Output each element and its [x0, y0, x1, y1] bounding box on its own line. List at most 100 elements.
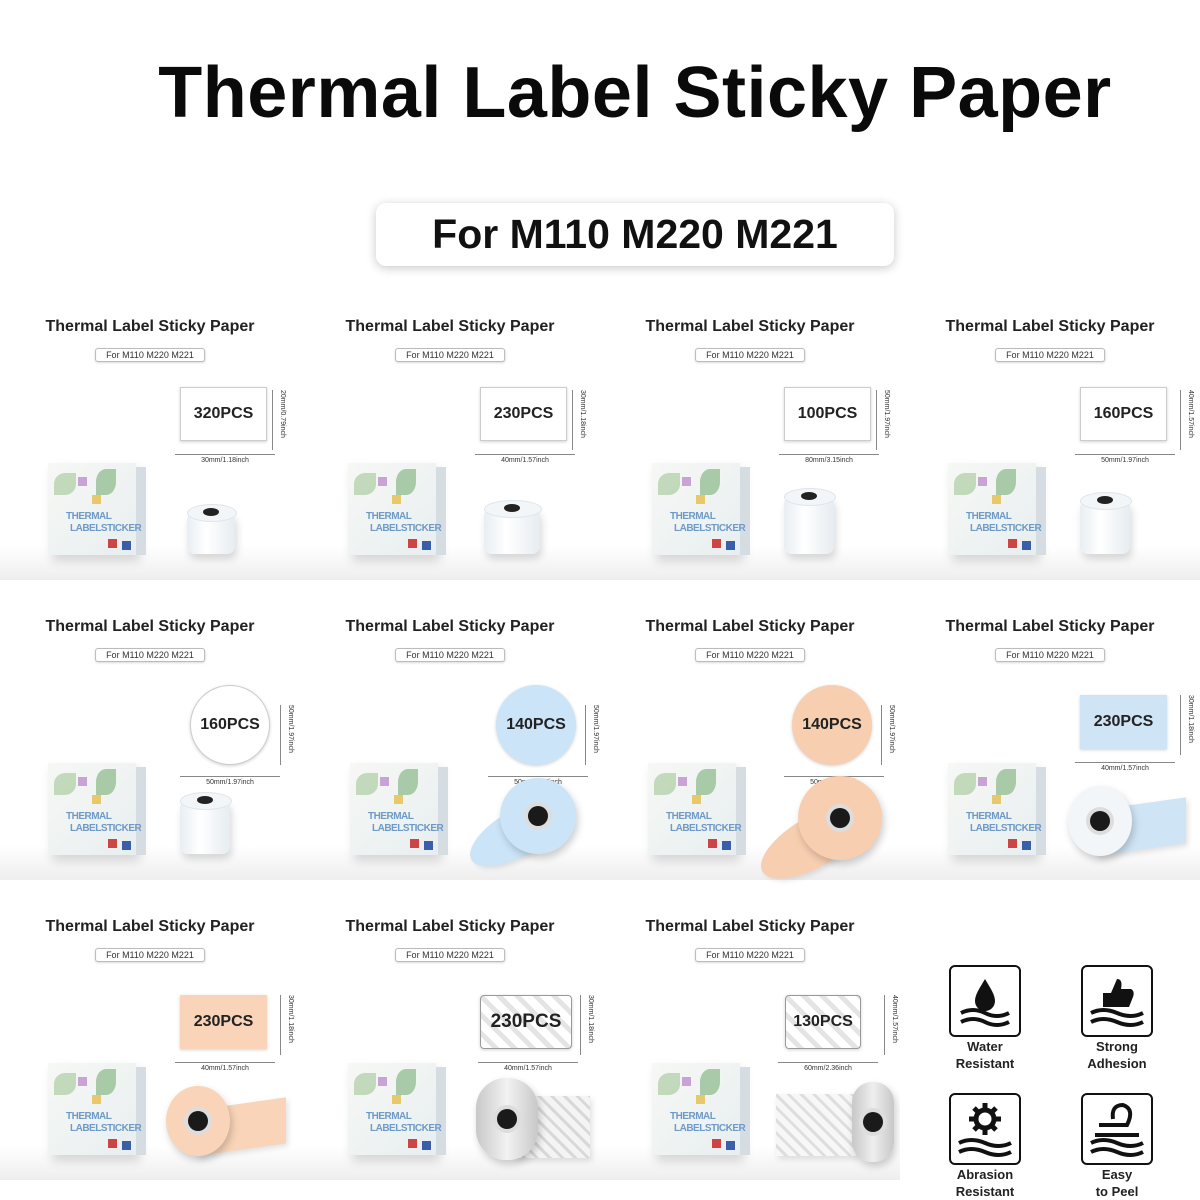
label-height: 40mm/1.57inch — [884, 995, 898, 1055]
label-height: 30mm/1.18inch — [280, 995, 294, 1055]
floor-shadow — [900, 846, 1200, 880]
product-card: Thermal Label Sticky Paper For M110 M220… — [900, 610, 1200, 900]
card-compat: For M110 M220 M221 — [995, 648, 1105, 662]
water-drop-icon — [949, 965, 1021, 1037]
label-width: 40mm/1.57inch — [1075, 762, 1175, 772]
label-height: 30mm/1.18inch — [580, 995, 594, 1055]
card-compat: For M110 M220 M221 — [995, 348, 1105, 362]
feature-label: Strong — [1096, 1039, 1138, 1054]
product-card: Thermal Label Sticky Paper For M110 M220… — [300, 910, 600, 1200]
label-width: 50mm/1.97inch — [1075, 454, 1175, 464]
feature-icons: Water Resistant Strong Adhesion — [930, 955, 1200, 1200]
label-count: 100PCS — [784, 387, 871, 441]
feature-label: Easy — [1101, 1167, 1133, 1182]
product-card: Thermal Label Sticky Paper For M110 M220… — [300, 610, 600, 900]
gear-icon — [949, 1093, 1021, 1165]
product-card: Thermal Label Sticky Paper For M110 M220… — [300, 310, 600, 600]
label-roll — [476, 1078, 538, 1160]
product-card: Thermal Label Sticky Paper For M110 M220… — [600, 610, 900, 900]
card-title: Thermal Label Sticky Paper — [345, 918, 555, 935]
product-card: Thermal Label Sticky Paper For M110 M220… — [900, 310, 1200, 600]
card-title: Thermal Label Sticky Paper — [45, 318, 255, 335]
thumbs-up-icon — [1081, 965, 1153, 1037]
card-compat: For M110 M220 M221 — [95, 948, 205, 962]
card-compat: For M110 M220 M221 — [95, 348, 205, 362]
label-count: 230PCS — [1080, 695, 1167, 749]
card-title: Thermal Label Sticky Paper — [945, 618, 1155, 635]
card-title: Thermal Label Sticky Paper — [45, 618, 255, 635]
product-card: Thermal Label Sticky Paper For M110 M220… — [0, 910, 300, 1200]
card-compat: For M110 M220 M221 — [695, 348, 805, 362]
floor-shadow — [0, 546, 300, 580]
label-count: 320PCS — [180, 387, 267, 441]
label-count: 230PCS — [180, 995, 267, 1049]
feature-label: Abrasion — [956, 1167, 1014, 1182]
product-card: Thermal Label Sticky Paper For M110 M220… — [600, 310, 900, 600]
card-title: Thermal Label Sticky Paper — [45, 918, 255, 935]
label-height: 50mm/1.97inch — [585, 705, 599, 765]
label-count: 140PCS — [792, 685, 872, 765]
feature-strong-adhesion: Strong Adhesion — [1052, 965, 1182, 1071]
feature-label: Resistant — [955, 1056, 1015, 1071]
label-width: 40mm/1.57inch — [478, 1062, 578, 1072]
label-width: 30mm/1.18inch — [175, 454, 275, 464]
peel-icon — [1081, 1093, 1153, 1165]
label-height: 50mm/1.97inch — [881, 705, 895, 765]
label-roll — [1068, 786, 1132, 856]
label-height: 30mm/1.18inch — [572, 390, 586, 450]
label-count: 230PCS — [480, 387, 567, 441]
floor-shadow — [600, 546, 900, 580]
label-height: 50mm/1.97inch — [876, 390, 890, 450]
card-compat: For M110 M220 M221 — [395, 348, 505, 362]
floor-shadow — [900, 546, 1200, 580]
label-width: 40mm/1.57inch — [175, 1062, 275, 1072]
label-roll — [180, 792, 232, 854]
label-height: 20mm/0.79inch — [272, 390, 286, 450]
label-count: 230PCS — [480, 995, 572, 1049]
feature-easy-to-peel: Easy to Peel — [1052, 1093, 1182, 1199]
label-height: 40mm/1.57inch — [1180, 390, 1194, 450]
product-card: Thermal Label Sticky Paper For M110 M220… — [0, 310, 300, 600]
card-compat: For M110 M220 M221 — [695, 948, 805, 962]
card-title: Thermal Label Sticky Paper — [645, 618, 855, 635]
floor-shadow — [300, 846, 600, 880]
label-strip — [776, 1094, 856, 1156]
label-count: 140PCS — [496, 685, 576, 765]
label-roll — [166, 1086, 230, 1156]
label-width: 50mm/1.97inch — [180, 776, 280, 786]
feature-label: Water — [967, 1039, 1003, 1054]
feature-label: Adhesion — [1087, 1056, 1147, 1071]
compat-badge: For M110 M220 M221 — [376, 203, 894, 266]
card-compat: For M110 M220 M221 — [95, 648, 205, 662]
card-title: Thermal Label Sticky Paper — [645, 918, 855, 935]
feature-label: Resistant — [955, 1184, 1015, 1199]
feature-label: to Peel — [1095, 1184, 1139, 1199]
card-title: Thermal Label Sticky Paper — [345, 618, 555, 635]
label-count: 130PCS — [785, 995, 861, 1049]
label-width: 80mm/3.15inch — [779, 454, 879, 464]
product-card: Thermal Label Sticky Paper For M110 M220… — [0, 610, 300, 900]
card-title: Thermal Label Sticky Paper — [645, 318, 855, 335]
label-roll — [1080, 492, 1132, 554]
page-title: Thermal Label Sticky Paper — [158, 53, 1112, 133]
feature-abrasion-resistant: Abrasion Resistant — [920, 1093, 1050, 1199]
label-roll — [484, 500, 542, 554]
label-count: 160PCS — [190, 685, 270, 765]
floor-shadow — [0, 846, 300, 880]
card-title: Thermal Label Sticky Paper — [945, 318, 1155, 335]
product-card: Thermal Label Sticky Paper For M110 M220… — [600, 910, 900, 1200]
card-title: Thermal Label Sticky Paper — [345, 318, 555, 335]
label-count: 160PCS — [1080, 387, 1167, 441]
label-roll — [187, 504, 237, 554]
floor-shadow — [0, 1146, 300, 1180]
